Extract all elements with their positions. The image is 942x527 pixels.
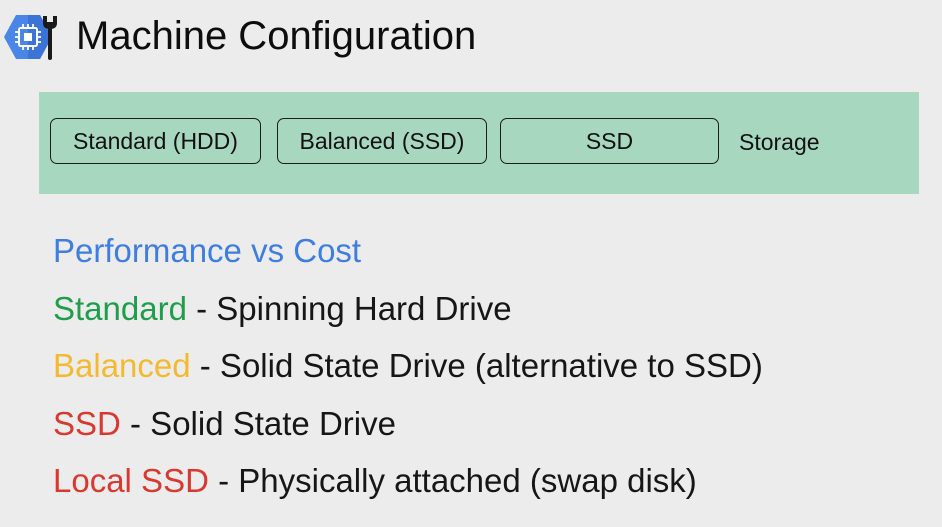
list-item-balanced: Balanced - Solid State Drive (alternativ…	[53, 337, 933, 395]
balanced-ssd-button[interactable]: Balanced (SSD)	[277, 118, 487, 164]
section-heading: Performance vs Cost	[53, 232, 362, 269]
compute-engine-icon	[2, 10, 60, 64]
term-balanced: Balanced	[53, 347, 191, 384]
compute-engine-hexagon-icon	[4, 15, 57, 60]
description-balanced: - Solid State Drive (alternative to SSD)	[190, 347, 763, 384]
term-standard: Standard	[53, 289, 187, 327]
list-item-standard: Standard - Spinning Hard Drive	[53, 280, 933, 338]
standard-hdd-button[interactable]: Standard (HDD)	[50, 118, 261, 164]
term-ssd: SSD	[53, 404, 121, 442]
description-ssd: - Solid State Drive	[120, 404, 396, 442]
wrench-icon	[43, 16, 57, 60]
list-item-ssd: SSD - Solid State Drive	[53, 395, 933, 453]
list-item-local-ssd: Local SSD - Physically attached (swap di…	[53, 452, 933, 510]
description-standard: - Spinning Hard Drive	[186, 289, 512, 327]
ssd-button[interactable]: SSD	[500, 118, 719, 164]
description-local-ssd: - Physically attached (swap disk)	[208, 462, 697, 499]
page-title: Machine Configuration	[76, 14, 477, 58]
term-local-ssd: Local SSD	[53, 462, 209, 499]
slide-header: Machine Configuration	[0, 0, 942, 80]
storage-options-panel: Standard (HDD) Balanced (SSD) SSD Storag…	[39, 92, 919, 194]
storage-label: Storage	[739, 129, 820, 155]
performance-vs-cost-list: Performance vs Cost Standard - Spinning …	[53, 222, 933, 510]
